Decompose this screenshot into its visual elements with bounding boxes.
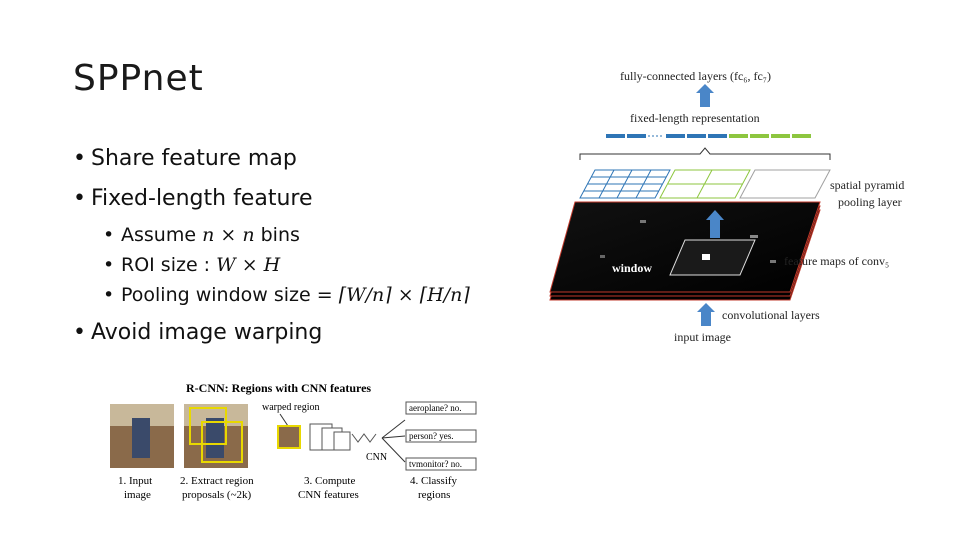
pyramid-label-1: spatial pyramid	[830, 178, 904, 192]
fixed-length-label: fixed-length representation	[630, 111, 760, 125]
fixed-length-vector	[606, 134, 811, 138]
arrow-icon	[696, 84, 714, 107]
input-image-thumb	[110, 404, 174, 468]
spatial-pyramid-grids	[579, 169, 831, 199]
feature-maps-label: feature maps of conv₅	[784, 254, 889, 268]
sub-bullet-bins: •Assume n × n bins	[103, 224, 300, 246]
output-tvmonitor: tvmonitor? no.	[409, 459, 462, 469]
slide-title: SPPnet	[73, 58, 204, 99]
step2-line2: proposals (~2k)	[182, 489, 252, 501]
cnn-label: CNN	[366, 452, 387, 463]
feature-maps-stack	[549, 201, 821, 301]
region-proposals-thumb	[184, 404, 248, 468]
step4-line1: 4. Classify	[410, 475, 458, 487]
rcnn-diagram: R-CNN: Regions with CNN features warped …	[110, 381, 477, 501]
input-image-label: input image	[674, 330, 731, 344]
arrow-icon	[706, 210, 724, 238]
window-box	[669, 239, 756, 276]
warped-label: warped region	[262, 402, 319, 413]
arrow-icon	[697, 303, 715, 326]
bullet-avoid-warping: •Avoid image warping	[73, 320, 323, 345]
step3-line1: 3. Compute	[304, 475, 355, 487]
bullet-share-feature-map: •Share feature map	[73, 146, 297, 171]
warped-region-thumb	[277, 425, 301, 449]
step3-line2: CNN features	[298, 489, 359, 501]
sub-bullet-roi-size: •ROI size : W × H	[103, 254, 281, 276]
bullet-fixed-length-feature: •Fixed-length feature	[73, 186, 313, 211]
output-person: person? yes.	[409, 431, 454, 441]
step4-line2: regions	[418, 489, 450, 501]
output-aeroplane: aeroplane? no.	[409, 403, 461, 413]
window-label: window	[612, 261, 652, 275]
step2-line1: 2. Extract region	[180, 475, 254, 487]
sub-bullet-pooling-window: •Pooling window size = ⌈W/n⌉ × ⌈H/n⌉	[103, 284, 470, 306]
rcnn-title: R-CNN: Regions with CNN features	[186, 381, 371, 395]
conv-label: convolutional layers	[722, 308, 820, 322]
step1-line2: image	[124, 489, 151, 501]
spp-diagram: fully-connected layers (fc₆, fc₇) fixed-…	[549, 69, 904, 344]
step1-line1: 1. Input	[118, 475, 152, 487]
cnn-stack	[309, 419, 406, 463]
pyramid-label-2: pooling layer	[838, 195, 902, 209]
brace	[579, 147, 831, 160]
fc-label: fully-connected layers (fc₆, fc₇)	[620, 69, 771, 83]
